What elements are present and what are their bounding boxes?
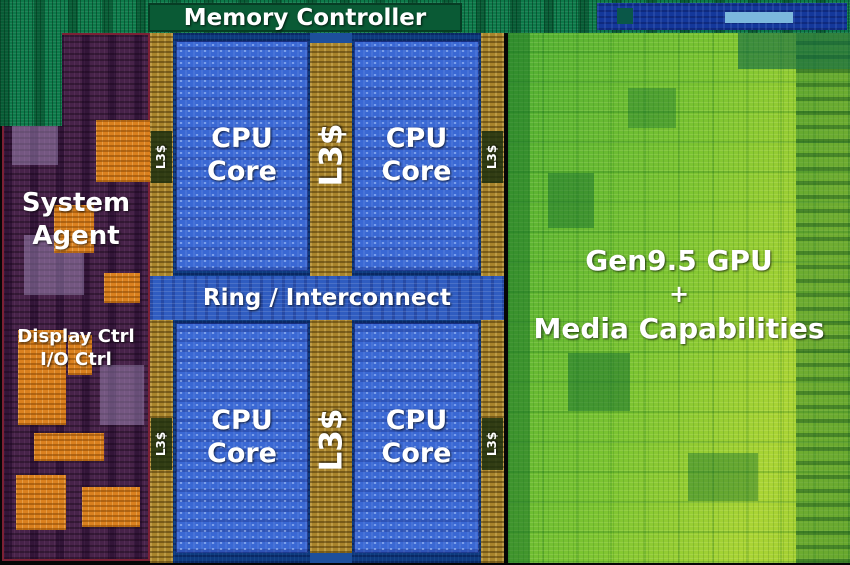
display-ctrl-label: Display Ctrl bbox=[17, 326, 135, 347]
texture-patch-orange bbox=[68, 335, 92, 375]
l3-label-top: L3$ bbox=[313, 123, 349, 187]
system-agent-label: System Agent bbox=[21, 188, 131, 251]
cpu-core-bottom-right: CPU Core bbox=[354, 323, 479, 553]
io-ctrl-label: I/O Ctrl bbox=[40, 349, 112, 371]
texture-patch-orange bbox=[54, 205, 94, 253]
cpu-core-label: CPU bbox=[385, 405, 448, 437]
texture-patch bbox=[688, 453, 758, 501]
gpu-region: Gen9.5 GPU + Media Capabilities bbox=[508, 33, 850, 563]
texture-patch-orange bbox=[104, 273, 140, 303]
top-strip-teal-block bbox=[617, 8, 633, 24]
l3-column-cap bbox=[310, 553, 352, 563]
cpu-core-label: CPU bbox=[211, 123, 273, 155]
texture-patch-orange bbox=[96, 120, 150, 182]
texture-patch bbox=[738, 33, 850, 69]
texture-patch bbox=[100, 365, 144, 425]
texture-patch-orange bbox=[18, 330, 66, 425]
l3-tag: L3$ bbox=[482, 418, 503, 470]
l3-label-bottom: L3$ bbox=[313, 408, 349, 472]
gpu-plus-label: + bbox=[668, 280, 690, 309]
gpu-name-label: Gen9.5 GPU bbox=[585, 244, 773, 277]
texture-patch bbox=[508, 33, 530, 563]
l3-column-cap bbox=[310, 33, 352, 43]
gpu-media-label: Media Capabilities bbox=[533, 311, 825, 345]
cpu-core-label: Core bbox=[381, 156, 452, 187]
cpu-core-label: CPU bbox=[211, 405, 273, 437]
cpu-cluster-region: L3$ L3$ L3$ L3$ L3$ L3$ CPU Core CPU Cor… bbox=[150, 33, 504, 563]
texture-patch bbox=[568, 353, 630, 411]
cpu-core-label: Core bbox=[381, 438, 452, 469]
memory-controller-label: Memory Controller bbox=[183, 4, 427, 31]
memory-controller-left-extension bbox=[0, 33, 62, 126]
cpu-core-bottom-left: CPU Core bbox=[176, 323, 308, 553]
top-strip-light-bar bbox=[725, 12, 793, 23]
texture-patch bbox=[548, 173, 594, 228]
texture-patch-orange bbox=[16, 475, 66, 530]
ring-interconnect-label: Ring / Interconnect bbox=[202, 285, 452, 311]
texture-patch-orange bbox=[82, 487, 140, 527]
l3-tag: L3$ bbox=[151, 131, 172, 183]
texture-patch bbox=[796, 33, 850, 563]
cpu-core-label: Core bbox=[207, 438, 277, 469]
cpu-core-label: CPU bbox=[385, 123, 448, 155]
memory-controller-label-box: Memory Controller bbox=[148, 3, 462, 32]
top-edge-blue-strip bbox=[597, 3, 847, 30]
cpu-core-top-left: CPU Core bbox=[176, 41, 308, 271]
texture-patch-orange bbox=[34, 433, 104, 461]
texture-patch bbox=[628, 88, 676, 128]
ring-interconnect-band: Ring / Interconnect bbox=[150, 276, 504, 320]
l3-tag: L3$ bbox=[482, 131, 503, 183]
gpu-label: Gen9.5 GPU + Media Capabilities bbox=[508, 244, 850, 345]
l3-tag: L3$ bbox=[151, 418, 172, 470]
cpu-core-label: Core bbox=[207, 156, 277, 187]
cpu-core-top-right: CPU Core bbox=[354, 41, 479, 271]
